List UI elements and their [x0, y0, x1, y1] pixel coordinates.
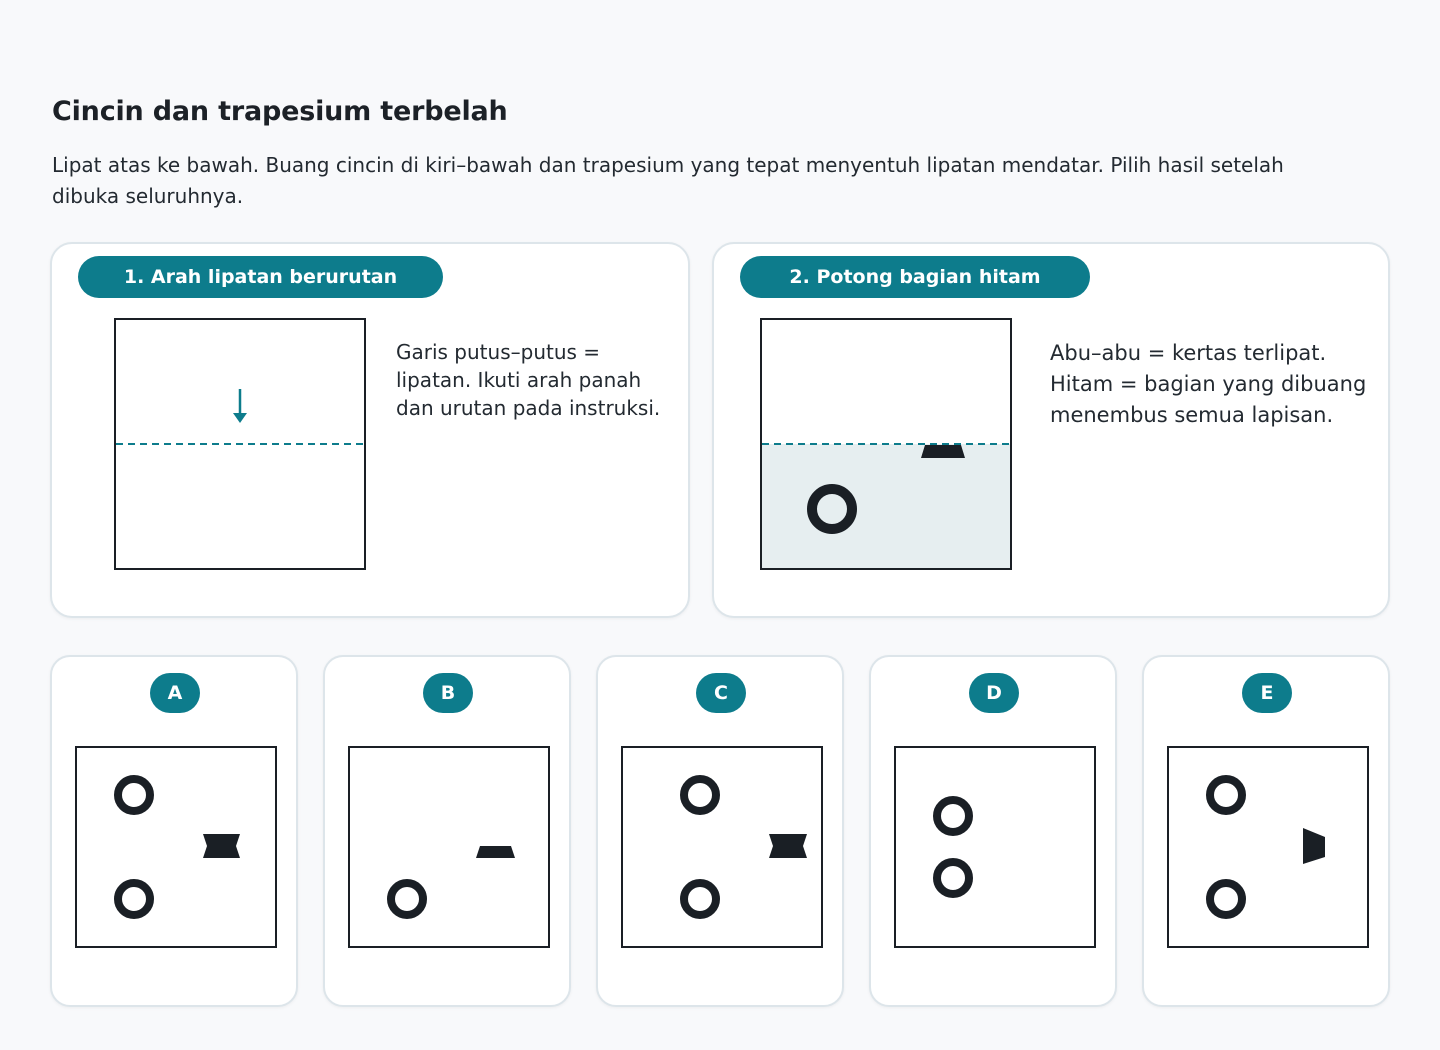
option-d-figure: [894, 746, 1096, 948]
fold-diagram: [114, 318, 366, 570]
option-e[interactable]: E: [1142, 655, 1390, 1007]
option-d[interactable]: D: [869, 655, 1117, 1007]
option-letter: D: [969, 673, 1019, 713]
option-b-figure: [348, 746, 550, 948]
option-letter: C: [696, 673, 746, 713]
option-letter: A: [150, 673, 200, 713]
step-label-cut: 2. Potong bagian hitam: [740, 256, 1090, 298]
instruction-text: Lipat atas ke bawah. Buang cincin di kir…: [52, 153, 1284, 208]
arrow-down-icon: [233, 389, 247, 423]
option-c-figure: [621, 746, 823, 948]
page-title: Cincin dan trapesium terbelah: [52, 96, 508, 127]
ring-cut: [807, 484, 857, 534]
step-note-fold: Garis putus–putus = lipatan. Ikuti arah …: [396, 340, 661, 420]
option-letter: B: [423, 673, 473, 713]
step-note-cut: Abu–abu = kertas terlipat. Hitam = bagia…: [1050, 341, 1367, 427]
trapezoid-cut: [921, 445, 965, 458]
folded-area: [762, 444, 1010, 568]
cut-diagram: [760, 318, 1012, 570]
step-label-fold: 1. Arah lipatan berurutan: [78, 256, 443, 298]
option-a-figure: [75, 746, 277, 948]
option-letter: E: [1242, 673, 1292, 713]
step-panel-cut: 2. Potong bagian hitam Abu–abu = kertas …: [712, 242, 1390, 618]
option-a[interactable]: A: [50, 655, 298, 1007]
option-e-figure: [1167, 746, 1369, 948]
step-panel-fold: 1. Arah lipatan berurutan Garis putus–pu…: [50, 242, 690, 618]
option-c[interactable]: C: [596, 655, 844, 1007]
option-b[interactable]: B: [323, 655, 571, 1007]
